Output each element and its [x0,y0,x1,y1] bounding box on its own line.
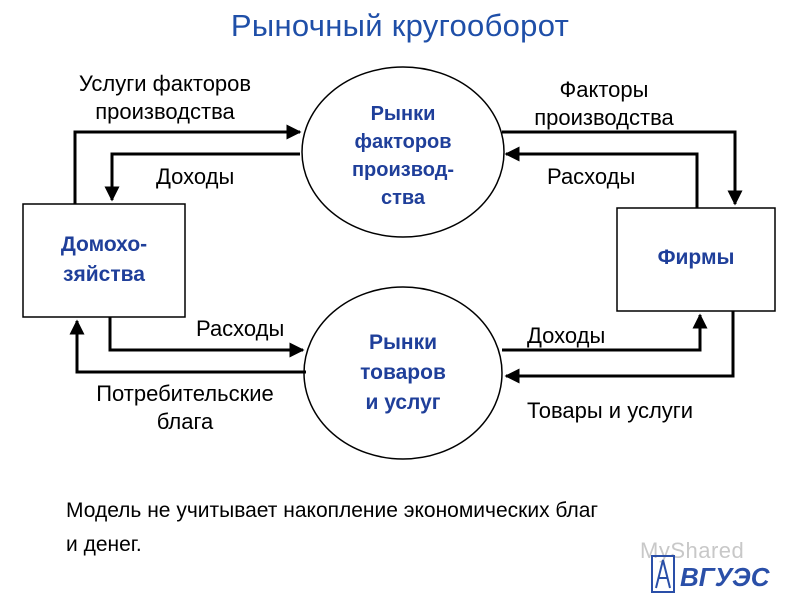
consumer-goods-line1: Потребительские [96,381,274,406]
factor-markets-line1: Рынки [370,103,436,125]
firms-label-text: Фирмы [657,246,735,269]
footer-note-line2: и денег. [66,533,142,556]
firm-income-arrow [502,313,708,352]
factor-markets-label: Рынки факторов производ- ства [302,100,504,212]
factor-markets-line3: производ- [351,159,455,181]
goods-and-services-label: Товары и услуги [527,398,694,423]
factors-of-production-label: Факторы производства [506,76,702,132]
consumer-goods-label: Потребительские блага [70,380,300,436]
factor-services-label: Услуги факторов производства [50,70,280,126]
factors-of-production-line2: производства [534,105,674,130]
household-expenses-arrow [108,317,305,358]
university-logo: ВГУЭС [651,555,771,593]
consumer-goods-arrow [69,319,306,374]
factor-markets-line4: ства [380,187,426,209]
households-label-line1: Домохо- [60,233,148,256]
household-income-arrow [104,152,300,202]
logo-text: ВГУЭС [680,562,771,592]
goods-markets-label: Рынки товаров и услуг [304,328,502,418]
households-label: Домохо- зяйства [23,230,185,290]
footer-note-line1: Модель не учитывает накопление экономиче… [66,499,599,522]
firm-expenses-label: Расходы [547,164,636,189]
firms-label: Фирмы [617,243,775,273]
factors-of-production-arrow [502,130,743,206]
factor-services-line2: производства [95,99,235,124]
goods-markets-line3: и услуг [365,391,441,414]
factor-markets-ellipse [301,66,505,238]
firm-income-label: Доходы [527,323,606,348]
household-income-label: Доходы [156,164,235,189]
goods-markets-line2: товаров [360,361,446,384]
firm-expenses-arrow [504,146,699,208]
households-box [22,203,186,318]
footer-note: Модель не учитывает накопление экономиче… [66,494,598,562]
watermark: MyShared [640,538,745,563]
page-title: Рыночный кругооборот [230,8,570,43]
goods-markets-line1: Рынки [368,331,438,354]
household-expenses-label: Расходы [196,316,285,341]
factor-services-line1: Услуги факторов [78,71,252,96]
factors-of-production-line1: Факторы [559,77,649,102]
logo-emblem-icon [651,555,675,593]
firms-box [616,207,776,312]
factor-markets-line2: факторов [354,131,452,153]
consumer-goods-line2: блага [156,409,214,434]
factor-services-arrow [73,124,302,204]
households-label-line2: зяйства [63,263,145,286]
goods-and-services-arrow [504,311,735,384]
